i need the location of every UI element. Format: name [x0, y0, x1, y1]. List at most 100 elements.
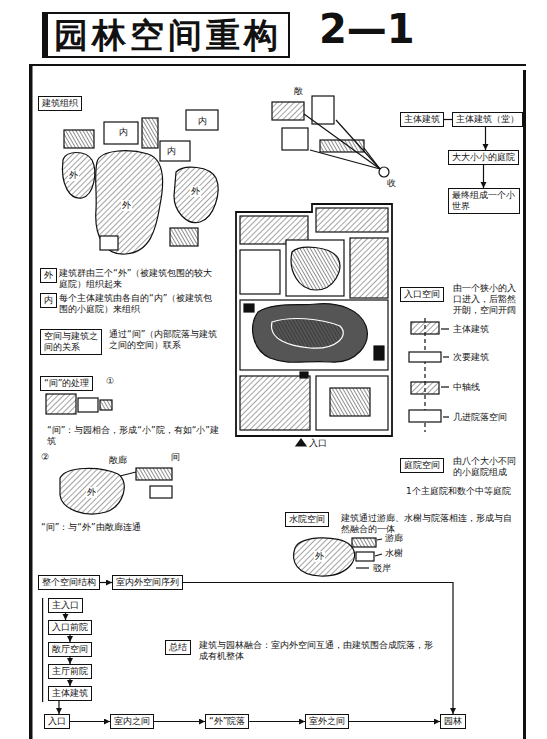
in-between-sketch-part — [100, 400, 112, 410]
box-text: 整个空间结构 — [42, 577, 96, 588]
in-between-sketch-part — [78, 398, 98, 412]
page-frame-part — [29, 64, 526, 66]
flow-arrow — [349, 721, 440, 722]
box-text: “间”的处理 — [44, 378, 89, 389]
zoning-sketch-part — [170, 228, 198, 246]
flow-arrow — [69, 635, 70, 642]
annotation-text: “间”：与园相合，形成“小”院，有如“小”建筑 — [46, 425, 220, 447]
box-text: 内 — [44, 295, 53, 306]
zoning-sketch — [62, 110, 218, 254]
zoning-sketch-part — [142, 118, 158, 148]
open-close-sketch-part — [282, 128, 308, 150]
annotation-text: 外 — [121, 200, 132, 211]
box-text: 主体建筑（堂） — [456, 114, 519, 125]
box-text: 敞厅空间 — [52, 644, 88, 655]
annotation-text: 由八个大小不同的小庭院组成 — [452, 456, 522, 478]
annotation-text: 间 — [170, 452, 181, 463]
in-between-sketch — [46, 394, 172, 514]
heading-box: 入口 — [44, 714, 70, 729]
open-close-sketch-part — [310, 150, 380, 169]
garden-plan-part — [316, 208, 388, 232]
pond-sketch-part — [352, 538, 376, 547]
box-text: 庭院空间 — [404, 460, 440, 471]
axis-sketch-part — [443, 356, 449, 357]
annotation-text: “间”：与“外”由敞廊连通 — [40, 522, 222, 533]
annotation-text: 建筑通过游廊、水榭与院落相连，形成与自然融合的一体 — [340, 513, 517, 535]
box-text: 主体建筑 — [404, 114, 440, 125]
annotation-text: 内 — [166, 146, 177, 157]
annotation-text: 次要建筑 — [452, 352, 490, 363]
sheet-number: 2—1 — [318, 6, 416, 52]
box-text: “外”院落 — [209, 716, 245, 727]
heading-box: “间”的处理 — [40, 376, 93, 391]
box-text: 室内外空间序列 — [116, 577, 179, 588]
heading-box: 入口空间 — [400, 287, 444, 302]
flow-arrow — [249, 721, 305, 722]
flow-arrow — [485, 127, 486, 150]
annotation-text: 主体建筑 — [452, 324, 490, 335]
page-frame-part — [523, 70, 526, 739]
garden-plan-part — [286, 240, 344, 296]
annotation-text: 由一个狭小的入口进入，后豁然开朗，空间开阔 — [452, 283, 522, 316]
heading-box: 主体建筑（堂） — [452, 112, 523, 127]
axis-sketch-part — [409, 410, 441, 422]
annotation-text: 建筑群由三个“外”（被建筑包围的较大庭院）组织起来 — [58, 268, 222, 290]
page-frame-part — [29, 66, 33, 739]
annotation-text: 几进院落空间 — [452, 412, 508, 423]
annotation-text: 驳岸 — [372, 563, 392, 574]
annotation-text: ② — [40, 452, 50, 463]
annotation-text: 1个主庭院和数个中等庭院 — [405, 486, 522, 497]
axis-sketch-part — [409, 352, 441, 362]
box-text: 入口 — [48, 716, 66, 727]
box-text: 室内之间 — [114, 716, 150, 727]
zoning-sketch-part — [186, 110, 218, 130]
axis-sketch-part — [411, 382, 439, 394]
heading-box: 敞厅空间 — [48, 642, 92, 657]
annotation-text: 外 — [190, 186, 201, 197]
box-text: 外 — [44, 270, 53, 281]
garden-plan-part — [272, 319, 344, 349]
zoning-sketch-part — [174, 167, 218, 222]
pond-sketch — [294, 538, 382, 576]
box-text: 园林 — [444, 716, 462, 727]
in-between-sketch-part — [150, 486, 172, 498]
heading-box: 水院空间 — [285, 512, 329, 527]
garden-plan-part — [374, 346, 384, 360]
box-text: 建筑组织 — [42, 98, 78, 109]
page-frame — [29, 64, 526, 739]
in-between-sketch-part — [60, 468, 124, 514]
pond-sketch-part — [356, 552, 374, 561]
annotation-text: 中轴线 — [452, 382, 481, 393]
page-frame-part — [42, 598, 43, 702]
garden-plan-part — [244, 304, 254, 312]
heading-box: 室内之间 — [110, 714, 154, 729]
annotation-text: 建筑与园林融合：室内外空间互通，由建筑围合成院落，形成有机整体 — [198, 640, 435, 662]
annotation-text: 外 — [314, 551, 325, 562]
garden-plan — [236, 204, 392, 446]
garden-plan-part — [240, 300, 388, 370]
axis-sketch-part — [411, 322, 439, 334]
open-close-sketch-part — [304, 114, 380, 169]
in-between-sketch-part — [120, 472, 136, 476]
open-close-sketch-part — [336, 120, 380, 169]
axis-sketch-part — [441, 328, 449, 329]
flow-arrow — [69, 679, 70, 686]
box-text: 入口前院 — [52, 622, 88, 633]
heading-box: 内 — [40, 293, 57, 308]
annotation-text: 入口 — [308, 438, 328, 449]
heading-box: 庭院空间 — [400, 458, 444, 473]
heading-box: 大大小小的庭院 — [448, 150, 519, 165]
flow-arrow — [444, 119, 452, 120]
heading-box: 空间与建筑之间的关系 — [40, 329, 102, 355]
zoning-sketch-part — [104, 122, 138, 144]
garden-plan-part — [296, 439, 306, 446]
garden-plan-part — [240, 250, 280, 294]
in-between-sketch-part — [46, 394, 76, 414]
heading-box: 建筑组织 — [38, 96, 82, 111]
box-text: 主体建筑 — [52, 688, 88, 699]
annotation-text: ① — [105, 376, 115, 387]
annotation-text: 每个主体建筑由各自的“内”（被建筑包围的小庭院）来组织 — [58, 293, 222, 315]
annotation-text: 水榭 — [384, 548, 404, 559]
pond-sketch-part — [377, 539, 382, 540]
pond-sketch-part — [294, 538, 355, 576]
